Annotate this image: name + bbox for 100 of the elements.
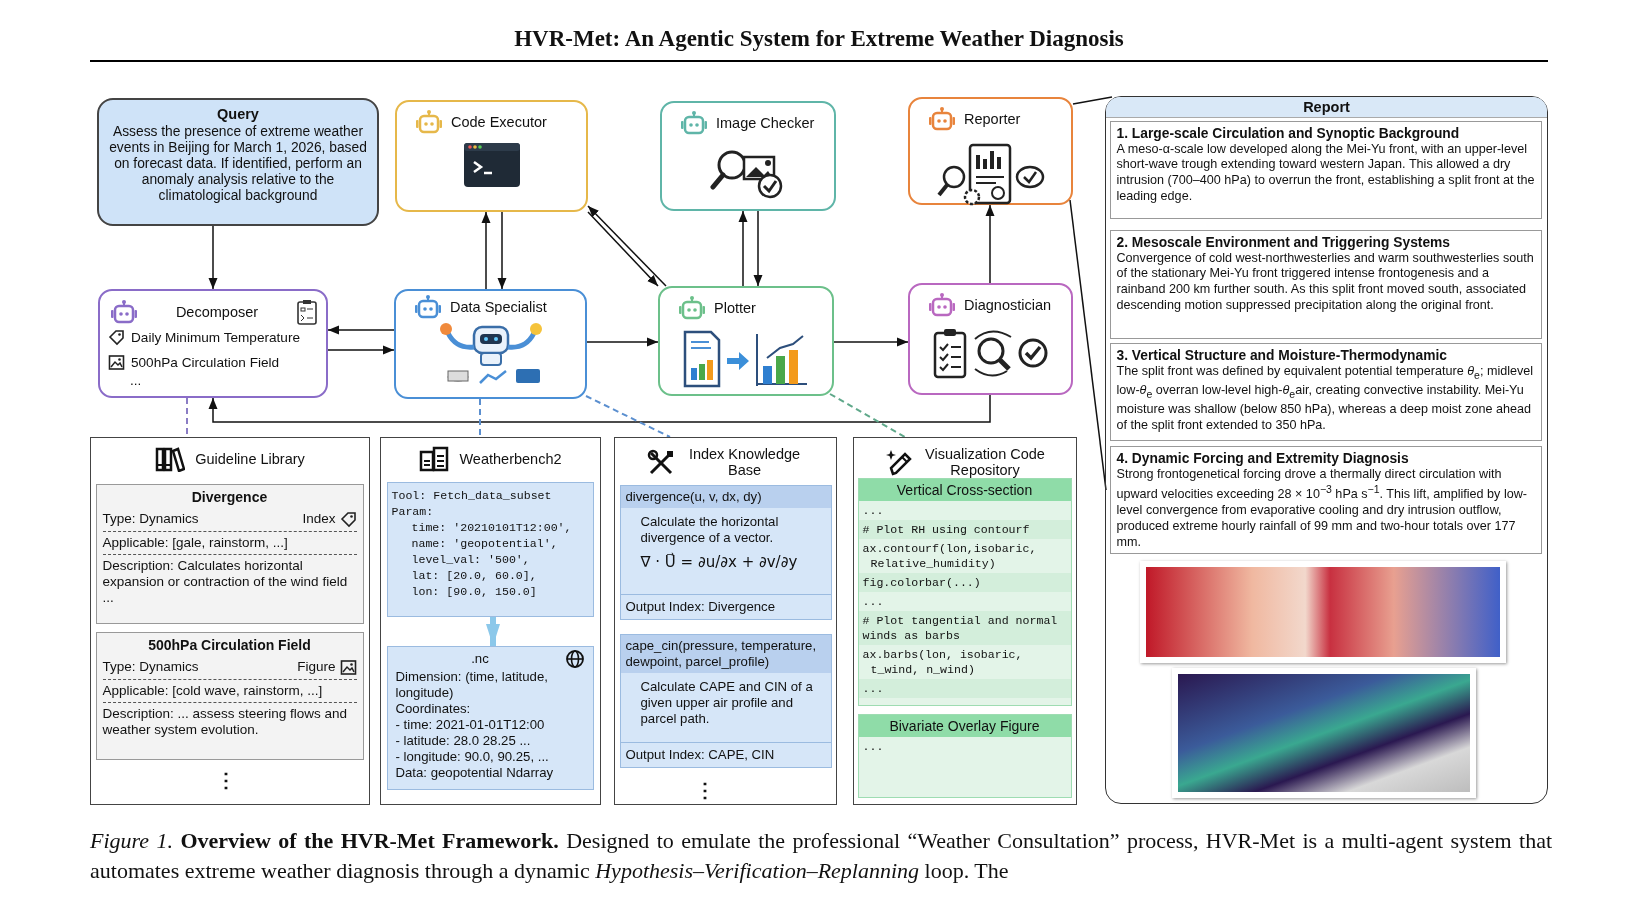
data-text: - longitude: 90.0, 90.25, ...	[395, 748, 550, 765]
type-tag: Index	[302, 511, 336, 527]
dashed-connector	[479, 398, 481, 438]
data-text: Dimension: (time, latitude, longitude)	[395, 668, 549, 701]
description-text: Calculate CAPE and CIN of a given upper air profile and parcel path.	[639, 677, 814, 727]
code-line: name: 'geopotential',	[410, 535, 559, 552]
ellipsis-mark: ⋮	[695, 780, 715, 800]
list-item: Daily Minimum Temperature	[131, 329, 300, 347]
title: HVR-Met: An Agentic System for Extreme Weather Diagnosis	[513, 26, 1125, 52]
list-item: ...	[130, 375, 142, 387]
agent-title: Image Checker	[716, 115, 815, 131]
field-text: Description: Calculates horizontal expansion or contraction of the wind field ...	[102, 557, 349, 606]
arrow	[327, 325, 395, 335]
agent-title: Plotter	[714, 300, 756, 316]
agent-title: Reporter	[964, 111, 1021, 127]
code-line: ax.contourf(lon,isobaric, Relative_humidity)	[861, 540, 1038, 572]
box-heading: Query	[216, 106, 260, 122]
field-text: Type: Dynamics	[102, 511, 199, 527]
card-heading: Vertical Cross-section	[858, 478, 1071, 501]
code-line: ...	[861, 738, 885, 755]
report-section	[1109, 445, 1542, 554]
query-text: Assess the presence of extreme weather events in Beijing for March 1, 2026, based on forecast data. If identified, perform an anomaly analysis relative to the climatological background	[108, 124, 368, 204]
agent-box	[660, 101, 836, 211]
list-item: 500hPa Circulation Field	[131, 354, 280, 372]
function-card	[619, 633, 832, 768]
info-card	[95, 631, 364, 760]
code-line: Tool: Fetch_data_subset	[391, 487, 553, 504]
paragraph: Strong frontogenetical forcing drove a thermally direct circulation with upward velocities exceeding 28 × 10$^{−3}$ hPa s$^{−1}$. This lift, amplified by low-level convergence from evaporative cooling and dry intrusion outflow, produced extreme hourly rainfall of 99 mm and two-hour totals over 177 mm.	[1116, 466, 1528, 551]
report-section	[1109, 120, 1542, 219]
arrow	[481, 211, 491, 290]
panel-title: Visualization Code Repository	[925, 446, 1045, 478]
agent-title: Decomposer	[174, 304, 260, 320]
library-panel	[614, 437, 837, 805]
data-card	[386, 645, 594, 790]
panel-title: Index Knowledge Base	[687, 446, 802, 478]
section-heading: 1. Large-scale Circulation and Synoptic Background	[1116, 124, 1461, 142]
function-signature: cape_cin(pressure, temperature, dewpoint, parcel_profile)	[620, 634, 831, 673]
paragraph: Convergence of cold west-northwesterlies and warm southwesterlies south of the stationary Mei-Yu front triggered intense frontogenesis and a rainband 200 km further south. As this split front moved south, associated descending motion suppressed precipitation along the original front.	[1116, 250, 1535, 314]
library-panel	[90, 437, 370, 805]
agent-box	[98, 289, 328, 398]
arrow	[833, 337, 909, 347]
field-text: Description: ... assess steering flows and weather system evolution.	[102, 705, 349, 738]
arrow	[985, 204, 995, 284]
card-heading: 500hPa Circulation Field	[147, 636, 312, 653]
agent-box	[908, 283, 1073, 395]
code-line: lat: [20.0, 60.0],	[410, 567, 538, 584]
formula: ∇ · U⃗ = ∂u/∂x + ∂v/∂y	[639, 551, 799, 572]
function-signature: divergence(u, v, dx, dy)	[620, 485, 831, 508]
file-extension: .nc	[470, 650, 490, 667]
report-section	[1109, 229, 1542, 339]
code-line: ...	[861, 502, 885, 519]
connector-line	[1069, 199, 1107, 491]
arrow	[587, 211, 659, 287]
arrow	[738, 210, 748, 287]
code-card	[386, 481, 594, 617]
function-card	[619, 484, 832, 620]
code-line: level_val: '500',	[410, 551, 531, 568]
arrow	[208, 394, 991, 423]
section-heading: 4. Dynamic Forcing and Extremity Diagnosis	[1116, 449, 1410, 467]
connector-line	[1072, 96, 1113, 105]
arrow	[753, 210, 763, 287]
code-card	[857, 477, 1072, 706]
data-text: - time: 2021-01-01T12:00	[395, 716, 546, 733]
data-text: Coordinates:	[395, 700, 472, 717]
arrow	[486, 617, 500, 646]
code-line: Param:	[391, 503, 435, 520]
agent-title: Code Executor	[451, 114, 547, 130]
output-text: Output Index: Divergence	[620, 593, 831, 619]
dashed-connector	[585, 395, 671, 438]
query-box	[97, 98, 379, 226]
ellipsis-mark: ⋮	[216, 770, 236, 790]
figure-caption: Figure 1. Overview of the HVR-Met Framework. Designed to emulate the professional “Weather Consultation” process, HVR-Met is a multi-agent system that automates extreme weather diagnosis through a dynamic Hypothesis–Verification–Replanning loop. The	[90, 827, 1552, 885]
library-panel	[853, 437, 1077, 805]
paragraph: A meso-α-scale low developed along the Mei-Yu front, with an upper-level short-wave trough extending toward western Japan. This allowed a dry intrusion (700–400 hPa) to overrun the front, establishing a split front at the leading edge.	[1116, 141, 1535, 205]
field-text: Applicable: [cold wave, rainstorm, ...]	[102, 682, 324, 699]
arrow	[587, 205, 667, 287]
field-text: Type: Dynamics	[102, 659, 199, 675]
agent-box	[394, 289, 587, 399]
library-panel	[380, 437, 601, 805]
data-text: Data: geopotential Ndarray	[395, 764, 555, 781]
panel-title: Report	[1106, 97, 1547, 118]
agent-box	[908, 97, 1073, 205]
report-panel	[1105, 96, 1548, 804]
arrow	[497, 211, 507, 290]
code-line: ...	[861, 593, 885, 610]
agent-box	[658, 286, 834, 396]
card-heading: Divergence	[190, 488, 269, 505]
agent-title: Diagnostician	[964, 297, 1052, 313]
arrow	[586, 337, 659, 347]
code-card	[857, 713, 1072, 798]
code-line: ax.barbs(lon, isobaric, t_wind, n_wind)	[861, 646, 1024, 678]
agent-box	[395, 100, 588, 212]
card-heading: Bivariate Overlay Figure	[858, 714, 1071, 737]
field-text: Applicable: [gale, rainstorm, ...]	[102, 534, 289, 551]
output-text: Output Index: CAPE, CIN	[620, 741, 831, 767]
type-tag: Figure	[297, 659, 336, 675]
data-text: - latitude: 28.0 28.25 ...	[395, 732, 532, 749]
description-text: Calculate the horizontal divergence of a vector.	[639, 512, 780, 546]
section-heading: 3. Vertical Structure and Moisture-Thermodynamic	[1116, 346, 1448, 364]
report-section	[1109, 342, 1542, 441]
